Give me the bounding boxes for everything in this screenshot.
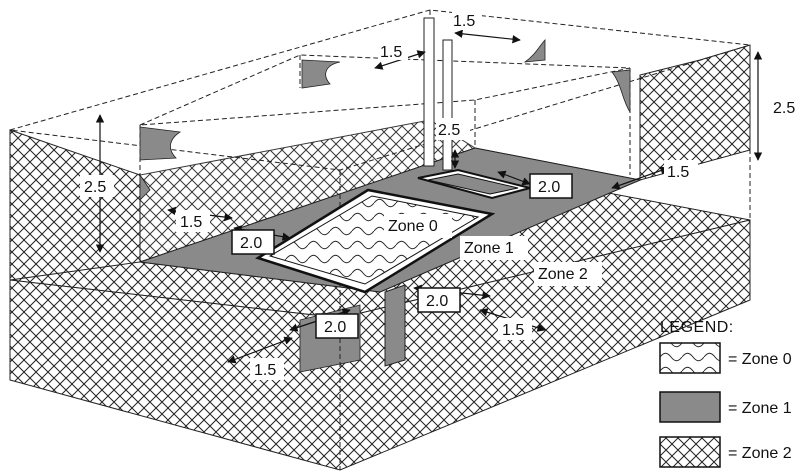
dim-top-left-1-5: 1.5: [380, 44, 402, 61]
dim-right-height-2-5: 2.5: [773, 100, 795, 117]
legend-label-zone-1: = Zone 1: [728, 400, 792, 417]
dim-left-2-0: 2.0: [240, 235, 262, 252]
dim-left-height-2-5: 2.5: [84, 179, 106, 196]
legend-label-zone-2: = Zone 2: [728, 445, 792, 462]
zone-2-left-wall: [9, 129, 141, 281]
zone-2-right-wall: [639, 44, 751, 181]
legend-label-zone-0: = Zone 0: [728, 351, 792, 368]
dim-front-right-1-5: 1.5: [502, 322, 524, 339]
dim-right-1-5: 1.5: [667, 164, 689, 181]
ceiling-corner-shapes: [139, 38, 631, 201]
zone-0-label: Zone 0: [388, 218, 438, 235]
legend-swatch-zone-0: [659, 342, 721, 374]
shower-pole-2: [442, 39, 453, 171]
zone-1-wall-strip-front: [384, 284, 406, 367]
dim-left-1-5: 1.5: [180, 214, 202, 231]
zone-1-label: Zone 1: [464, 240, 514, 257]
dim-front-left-2-0: 2.0: [324, 319, 346, 336]
shower-pole: [423, 17, 435, 167]
dim-top-right-1-5: 1.5: [453, 13, 475, 30]
legend: LEGEND: = Zone 0 = Zone 1 = Zone 2: [659, 319, 792, 468]
dim-pole-height-2-5: 2.5: [438, 122, 460, 139]
legend-swatch-zone-2: [659, 436, 721, 468]
legend-title: LEGEND:: [660, 319, 734, 336]
dim-front-right-2-0: 2.0: [426, 293, 448, 310]
dim-front-left-1-5: 1.5: [254, 362, 276, 379]
legend-swatch-zone-1: [659, 391, 721, 423]
dim-shower-2-0: 2.0: [538, 179, 560, 196]
zone-2-label: Zone 2: [538, 266, 588, 283]
